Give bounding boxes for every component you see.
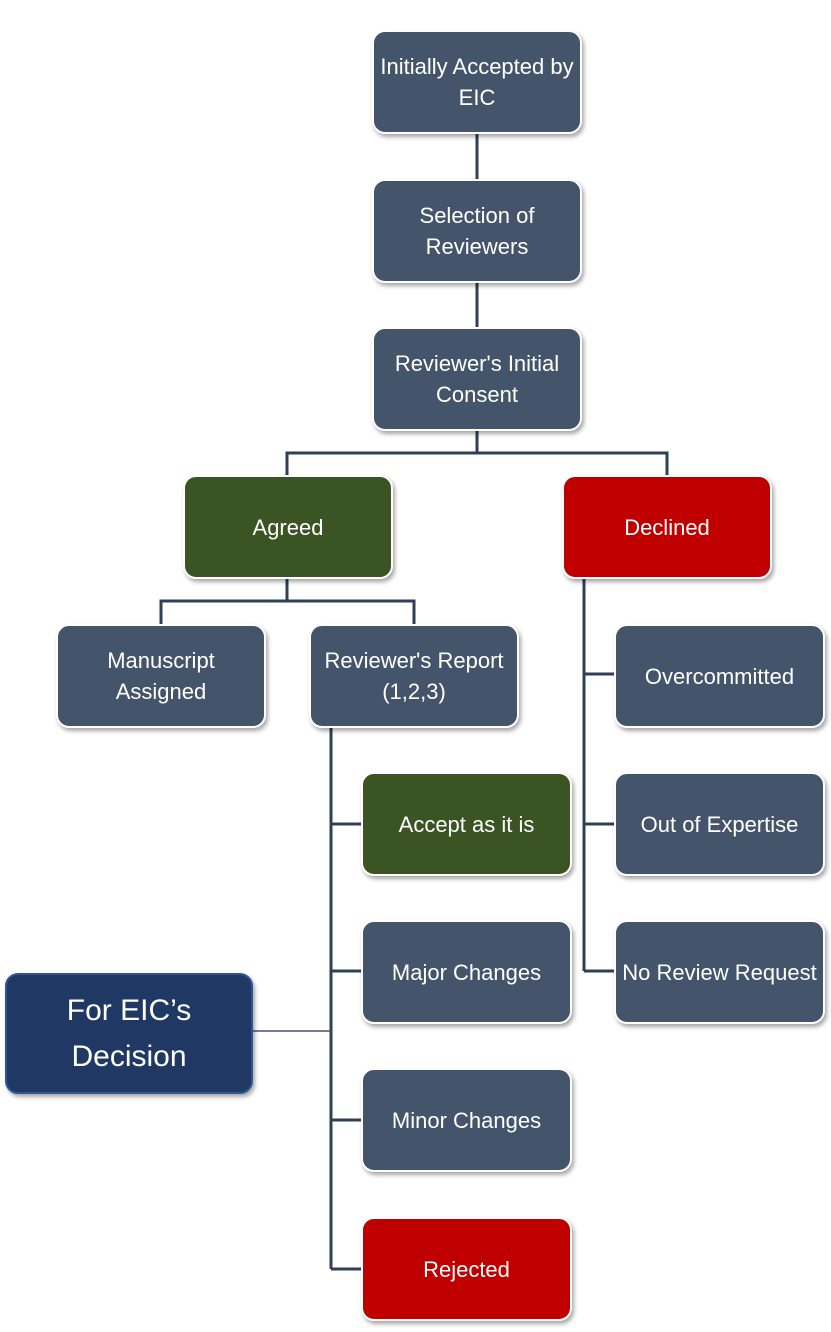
node-declined: Declined [562,475,772,579]
node-overcommitted: Overcommitted [614,624,825,728]
node-initially-accepted: Initially Accepted by EIC [372,30,582,134]
node-label: Selection of Reviewers [419,203,535,259]
node-major-changes: Major Changes [361,920,572,1024]
node-selection-of-reviewers: Selection of Reviewers [372,179,582,283]
node-for-eic-decision: For EIC’s Decision [5,973,253,1094]
node-label: Reviewer's Initial Consent [394,351,560,407]
node-label: Initially Accepted by EIC [380,54,574,110]
connector-agreed-split [159,579,289,625]
node-manuscript-assigned: Manuscript Assigned [56,624,266,728]
node-label: Rejected [423,1256,510,1282]
node-out-of-expertise: Out of Expertise [614,772,825,876]
node-label: Overcommitted [644,663,795,689]
node-label: Minor Changes [391,1107,542,1133]
node-label: Declined [624,514,710,540]
connector-consent-split [285,431,479,476]
connector-agreed-to-report [287,599,416,625]
node-minor-changes: Minor Changes [361,1068,572,1172]
node-label: For EIC’s Decision [66,993,192,1073]
node-label: Out of Expertise [640,811,799,837]
node-label: Agreed [252,514,324,540]
node-label: Manuscript Assigned [107,648,215,704]
node-accept-as-it-is: Accept as it is [361,772,572,876]
node-rejected: Rejected [361,1217,572,1321]
node-reviewers-initial-consent: Reviewer's Initial Consent [372,327,582,431]
node-label: Reviewer's Report (1,2,3) [324,648,504,704]
node-reviewers-report: Reviewer's Report (1,2,3) [309,624,519,728]
node-no-review-request: No Review Request [614,920,825,1024]
node-agreed: Agreed [183,475,393,579]
node-label: Accept as it is [398,811,535,837]
node-label: No Review Request [622,959,817,985]
node-label: Major Changes [391,959,542,985]
connector-consent-to-declined [477,451,669,476]
